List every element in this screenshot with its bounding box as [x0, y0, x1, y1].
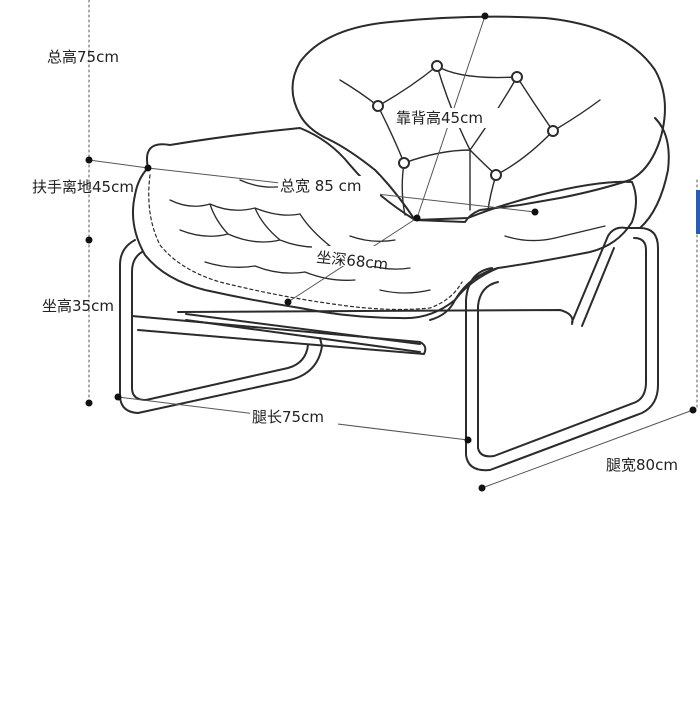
- label-bg: [278, 176, 380, 196]
- backrest-button: [398, 157, 410, 169]
- seat-cushion: [132, 127, 637, 321]
- label-total-width: 总宽 85 cm: [280, 177, 361, 195]
- seat-stitch-line: [148, 174, 463, 311]
- edge-accent-bar: [696, 190, 700, 234]
- label-leg-length: 腿长75cm: [252, 408, 324, 426]
- backrest-button: [511, 71, 523, 83]
- point-legwidth-right: [689, 406, 697, 414]
- frame-crossbar-rear: [177, 309, 574, 325]
- backrest-button: [490, 169, 502, 181]
- leg-width-guide-line: [481, 409, 694, 489]
- frame-sling: [185, 313, 421, 353]
- point-leg-front: [464, 436, 472, 444]
- point-arm-right: [531, 208, 539, 216]
- frame-left-runner-outer: [119, 239, 323, 414]
- frame-back-rail-inner: [581, 247, 615, 327]
- label-bg: [392, 108, 506, 128]
- point-arm-left: [144, 164, 152, 172]
- point-ground: [85, 399, 93, 407]
- frame-crossbar-front: [131, 315, 427, 355]
- point-seat-top: [85, 236, 93, 244]
- label-backrest-height: 靠背高45cm: [396, 109, 483, 127]
- seat-outline: [132, 127, 637, 320]
- point-legwidth-left: [478, 484, 486, 492]
- armrest-guide-line: [88, 159, 149, 169]
- seat-front-roll: [429, 267, 499, 321]
- point-leg-rear: [114, 393, 122, 401]
- dimension-guides: [88, 0, 698, 489]
- chair-frame: [119, 226, 659, 472]
- seat-quilting: [169, 179, 606, 294]
- point-armrest-top: [85, 156, 93, 164]
- backrest-button: [431, 60, 443, 72]
- backrest-shell-edge: [639, 117, 670, 229]
- frame-right-runner-outer: [465, 227, 659, 472]
- backrest-outline: [291, 15, 666, 223]
- backrest-button: [547, 125, 559, 137]
- frame-left-runner-inner: [131, 251, 309, 401]
- label-bg: [250, 407, 338, 427]
- dimension-points: [85, 12, 697, 492]
- point-backrest-top: [481, 12, 489, 20]
- backrest-button: [372, 100, 384, 112]
- label-seat-height: 坐高35cm: [42, 297, 114, 315]
- frame-back-rail: [571, 226, 641, 323]
- point-backrest-bottom: [413, 214, 421, 222]
- frame-right-runner-inner: [477, 237, 647, 458]
- point-seat-front: [284, 298, 292, 306]
- label-armrest-height: 扶手离地45cm: [32, 178, 134, 196]
- label-leg-width: 腿宽80cm: [606, 456, 678, 474]
- label-bg: [312, 246, 400, 266]
- label-total-height: 总高75cm: [47, 48, 119, 66]
